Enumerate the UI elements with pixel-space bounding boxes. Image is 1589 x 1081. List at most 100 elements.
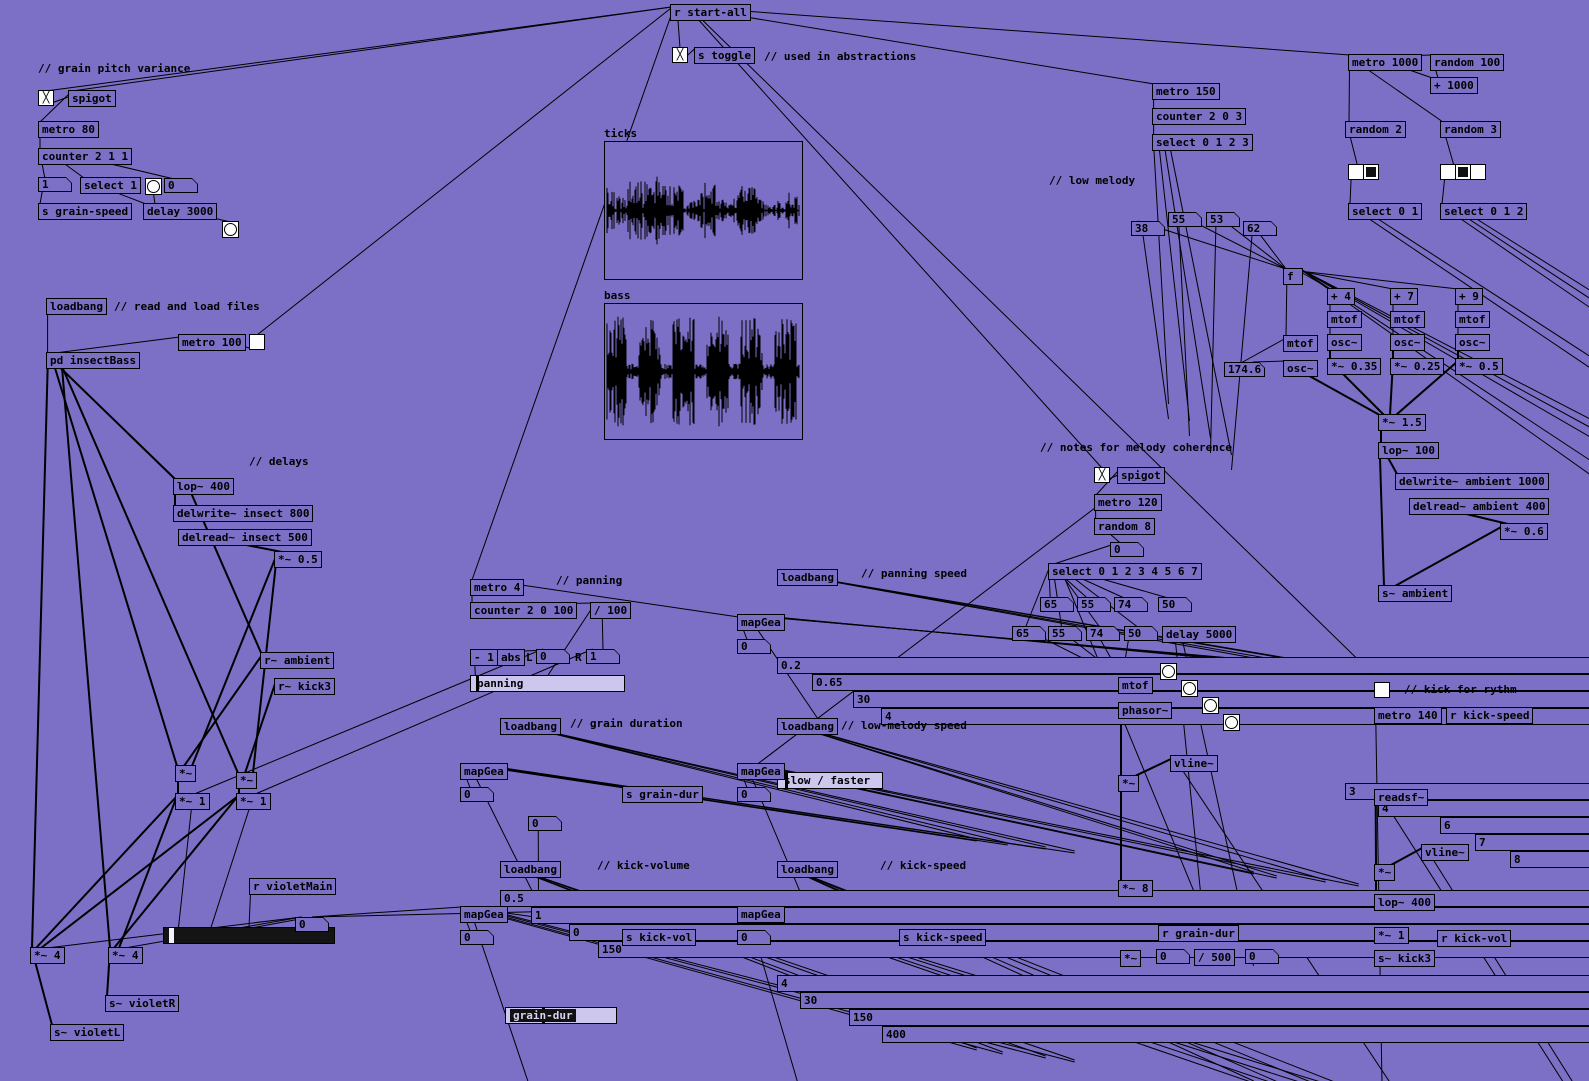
radio-hr3[interactable]: [1440, 164, 1486, 180]
object-1: *~ 1: [1374, 927, 1409, 944]
message-150[interactable]: 150: [598, 941, 1589, 958]
number-box-38[interactable]: 38: [1131, 221, 1165, 236]
number-value: 74: [1087, 627, 1119, 640]
number-box-0[interactable]: 0: [737, 639, 771, 654]
object-vline: vline~: [1170, 755, 1218, 772]
comment-panning: // panning: [556, 574, 623, 587]
object-1: - 1: [470, 649, 498, 666]
bang-bng2[interactable]: [1181, 680, 1198, 697]
number-box-55[interactable]: 55: [1168, 212, 1202, 227]
object-9: + 9: [1455, 288, 1483, 305]
slider-knob[interactable]: [169, 928, 174, 943]
toggle-tglc[interactable]: [1094, 467, 1110, 483]
message-0[interactable]: 0: [569, 924, 1589, 941]
radio-hr2[interactable]: [1348, 164, 1379, 180]
message-4[interactable]: 4: [777, 975, 1589, 992]
number-box-53[interactable]: 53: [1206, 212, 1240, 227]
number-value: 174.6: [1225, 363, 1264, 376]
comment-low-melody: // low melody: [1049, 174, 1136, 187]
slider-vslider[interactable]: [163, 927, 335, 944]
slider-label: panning: [477, 677, 524, 690]
number-box-0[interactable]: 0: [1110, 542, 1144, 557]
bang-circle: [1225, 716, 1238, 729]
number-box-0[interactable]: 0: [528, 816, 562, 831]
number-box-0[interactable]: 0: [164, 178, 198, 193]
comment-kick-volume: // kick-volume: [597, 859, 690, 872]
number-box-65[interactable]: 65: [1040, 597, 1074, 612]
number-box-1[interactable]: 1: [38, 177, 72, 192]
number-box-0[interactable]: 0: [1245, 949, 1279, 964]
bang-bngb[interactable]: [222, 221, 239, 238]
number-box-174-6[interactable]: 174.6: [1224, 362, 1265, 377]
slider-knob[interactable]: [476, 676, 479, 691]
radio-cell-1[interactable]: [1363, 164, 1379, 180]
number-box-55[interactable]: 55: [1048, 626, 1082, 641]
number-box-0[interactable]: 0: [737, 930, 771, 945]
bang-bng4[interactable]: [1223, 714, 1240, 731]
bang-circle: [1183, 682, 1196, 695]
number-value: 1: [39, 178, 71, 191]
number-box-74[interactable]: 74: [1086, 626, 1120, 641]
message-7[interactable]: 7: [1475, 834, 1589, 851]
object-mapgea: mapGea: [460, 763, 508, 780]
toggle-tgla[interactable]: [38, 90, 54, 106]
object-mtof: mtof: [1390, 311, 1425, 328]
object-loadbang: loadbang: [500, 718, 561, 735]
comment-low-melody-speed: // low-melody speed: [841, 719, 967, 732]
bang-bnga[interactable]: [145, 178, 162, 195]
bang-bng1[interactable]: [1160, 663, 1177, 680]
comment-read-and-load-files: // read and load files: [114, 300, 260, 313]
message-400[interactable]: 400: [882, 1026, 1589, 1043]
toggle-tglb[interactable]: [249, 334, 265, 350]
number-box-0[interactable]: 0: [295, 917, 329, 932]
object-vline: vline~: [1421, 844, 1469, 861]
object-pd-insectbass[interactable]: pd insectBass: [46, 352, 141, 369]
object-4: *~ 4: [30, 947, 65, 964]
number-box-65[interactable]: 65: [1012, 626, 1046, 641]
radio-cell-0[interactable]: [1348, 164, 1364, 180]
object-select-0-1-2-3: select 0 1 2 3: [1152, 134, 1253, 151]
object-random-3: random 3: [1440, 121, 1501, 138]
object-phasor: phasor~: [1118, 702, 1173, 719]
number-box-62[interactable]: 62: [1243, 221, 1277, 236]
number-value: 1: [587, 650, 619, 663]
object-mapgea: mapGea: [460, 906, 508, 923]
radio-cell-2[interactable]: [1470, 164, 1486, 180]
object-r-start-all: r start-all: [670, 4, 751, 21]
message-0-2[interactable]: 0.2: [777, 657, 1589, 674]
object-metro-100: metro 100: [178, 334, 246, 351]
object-mapgea: mapGea: [737, 614, 785, 631]
message-8[interactable]: 8: [1510, 851, 1589, 868]
number-box-0[interactable]: 0: [460, 930, 494, 945]
number-box-50[interactable]: 50: [1158, 597, 1192, 612]
number-value: 50: [1159, 598, 1191, 611]
object-delwrite-ambient-1000: delwrite~ ambient 1000: [1395, 473, 1549, 490]
number-box-0[interactable]: 0: [1156, 949, 1190, 964]
slider-knob[interactable]: [785, 773, 788, 788]
number-box-0[interactable]: 0: [737, 787, 771, 802]
toggle-tgld[interactable]: [1374, 682, 1390, 698]
comment-bass: bass: [604, 289, 631, 302]
radio-cell-1[interactable]: [1455, 164, 1471, 180]
object-f: f: [1283, 268, 1303, 285]
bang-bng3[interactable]: [1202, 697, 1219, 714]
number-box-0[interactable]: 0: [536, 649, 570, 664]
object-: *~: [1120, 950, 1142, 967]
message-150[interactable]: 150: [849, 1009, 1589, 1026]
number-box-0[interactable]: 0: [460, 787, 494, 802]
toggle-tglt[interactable]: [672, 47, 688, 63]
message-30[interactable]: 30: [800, 992, 1589, 1009]
number-box-1[interactable]: 1: [586, 649, 620, 664]
number-box-55[interactable]: 55: [1077, 597, 1111, 612]
message-6[interactable]: 6: [1440, 817, 1589, 834]
radio-cell-0[interactable]: [1440, 164, 1456, 180]
number-value: 55: [1078, 598, 1110, 611]
slider-panning[interactable]: panning: [470, 675, 625, 692]
number-value: 65: [1013, 627, 1045, 640]
comment-r: R: [575, 651, 582, 664]
object-0-5: *~ 0.5: [1455, 358, 1503, 375]
number-box-74[interactable]: 74: [1114, 597, 1148, 612]
slider-slow-faster[interactable]: slow / faster: [777, 772, 883, 789]
slider-grain-dur[interactable]: grain-dur: [505, 1007, 617, 1024]
number-box-50[interactable]: 50: [1124, 626, 1158, 641]
